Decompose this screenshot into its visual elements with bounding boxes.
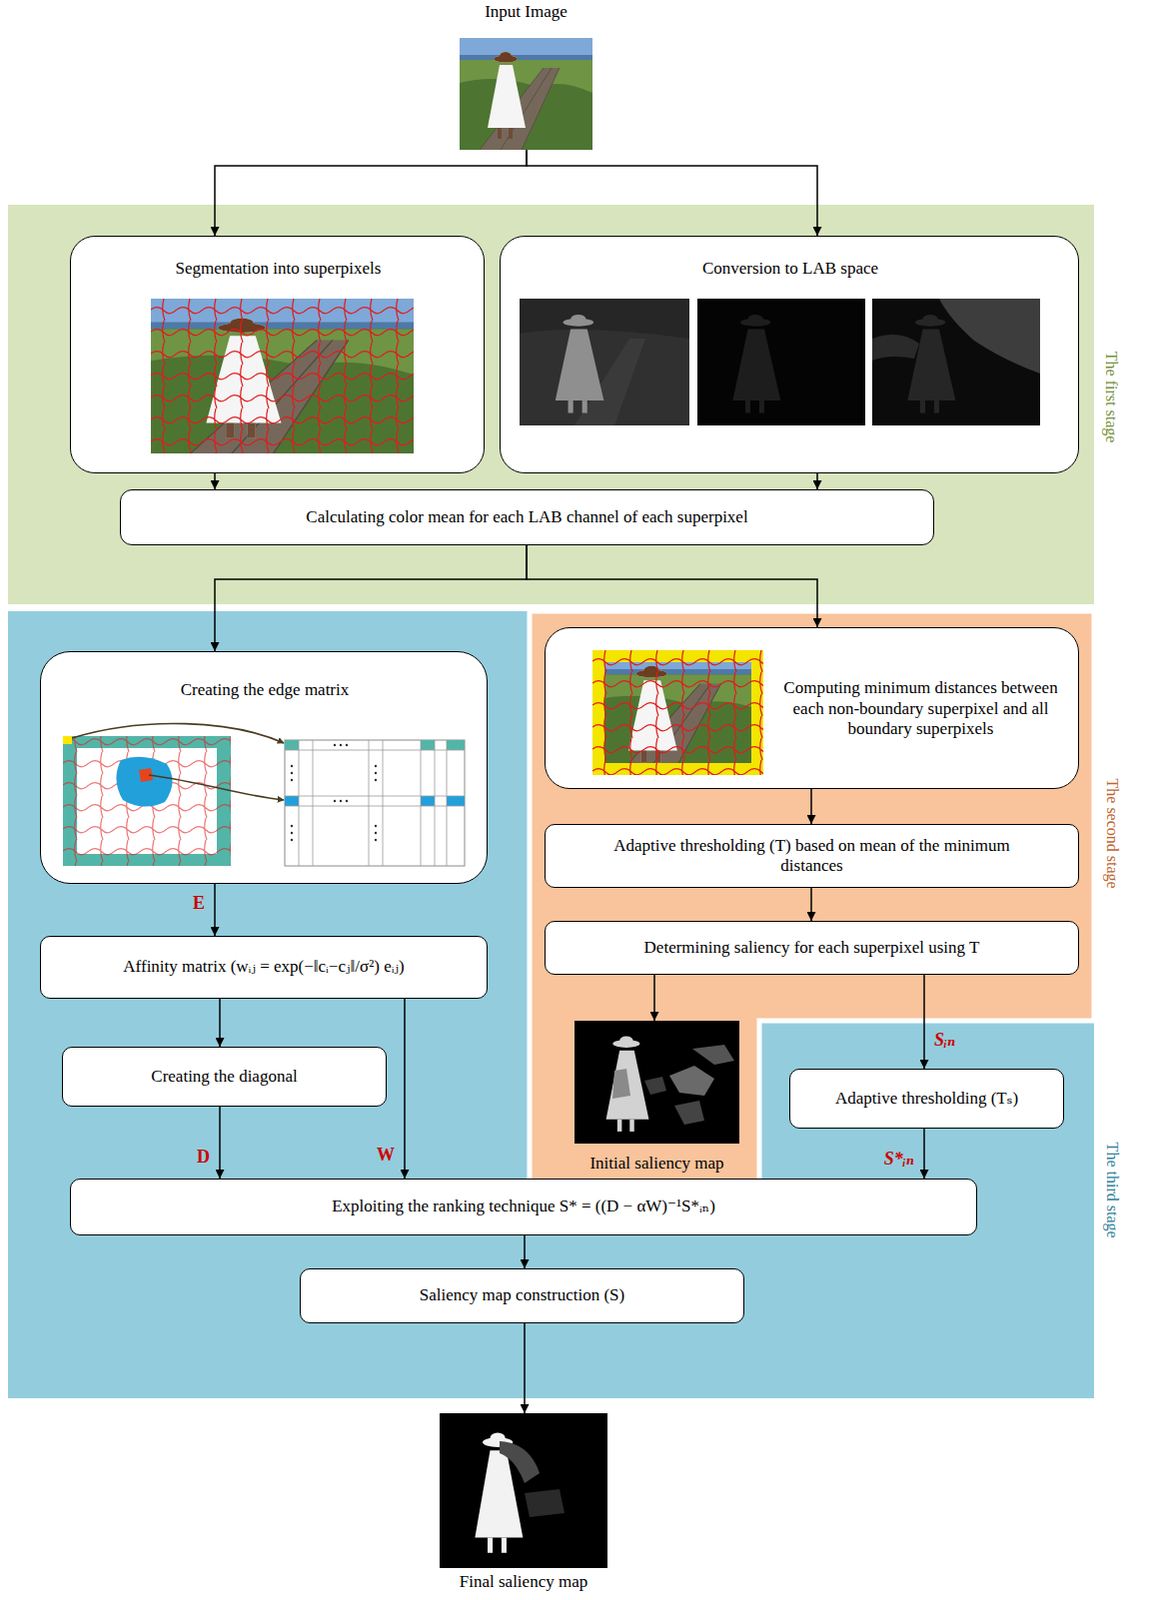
flow-arrow <box>218 999 221 1048</box>
process-box: Saliency map construction (S) <box>299 1268 745 1324</box>
process-box: Segmentation into superpixels <box>69 235 485 474</box>
process-label: Adaptive thresholding (T) based on mean … <box>592 836 1033 878</box>
flow-arrow <box>526 545 818 628</box>
flow-arrow <box>523 1323 526 1414</box>
process-box: Affinity matrix (wᵢⱼ = exp(−‖cᵢ−cⱼ‖/σ²) … <box>39 936 488 1000</box>
flow-arrow <box>218 1107 221 1179</box>
lab-channel-images <box>519 298 1042 426</box>
process-label: Affinity matrix (wᵢⱼ = exp(−‖cᵢ−cⱼ‖/σ²) … <box>122 957 404 978</box>
process-box: Conversion to LAB space <box>499 235 1080 474</box>
flow-arrow <box>523 1235 526 1269</box>
image-figure: Final saliency map <box>429 1413 618 1596</box>
process-box: Creating the diagonal <box>61 1047 387 1108</box>
flow-arrow <box>213 473 216 490</box>
process-label: Calculating color mean for each LAB chan… <box>305 507 748 528</box>
edge-label: D <box>196 1147 210 1169</box>
image-figure: Initial saliency map <box>559 1021 755 1181</box>
process-box: Determining saliency for each superpixel… <box>544 921 1080 976</box>
input-photo <box>459 37 593 150</box>
process-label: Computing minimum distances between each… <box>773 678 1069 740</box>
stage-label: The third stage <box>1102 1143 1122 1239</box>
process-box: Exploiting the ranking technique S* = ((… <box>69 1178 978 1236</box>
process-label: Segmentation into superpixels <box>86 258 470 279</box>
edge-label: Sᵢₙ <box>934 1030 956 1053</box>
image-caption: Initial saliency map <box>559 1153 755 1174</box>
flow-arrow <box>810 888 813 922</box>
image-caption: Final saliency map <box>429 1572 618 1593</box>
image-caption: Input Image <box>439 1 613 22</box>
flow-arrow <box>213 884 216 937</box>
image-figure: Input Image <box>439 1 613 150</box>
process-box: Creating the edge matrix <box>39 651 488 885</box>
stage-band: Creating the edge matrixAffinity matrix … <box>7 611 1095 1399</box>
stage-label: The first stage <box>1102 351 1122 444</box>
stage-band: Segmentation into superpixels Conversion… <box>7 204 1095 605</box>
flow-arrow <box>526 149 818 236</box>
superpixel-photo <box>150 298 414 454</box>
edge-label: W <box>376 1145 395 1167</box>
edge-label: E <box>192 893 205 916</box>
flow-arrow <box>923 1129 926 1179</box>
process-box: Adaptive thresholding (Tₛ) <box>789 1069 1065 1130</box>
process-label: Creating the edge matrix <box>56 680 473 701</box>
process-box: Calculating color mean for each LAB chan… <box>119 489 935 546</box>
process-label: Creating the diagonal <box>150 1067 297 1088</box>
edge-matrix-illustration <box>62 730 473 871</box>
process-box: Computing minimum distances between each… <box>544 627 1080 790</box>
flow-arrow <box>810 789 813 825</box>
flow-arrow <box>403 999 406 1179</box>
process-label: Conversion to LAB space <box>516 258 1065 279</box>
final-saliency-image <box>439 1413 608 1569</box>
boundary-superpixel-photo <box>592 650 764 776</box>
flow-arrow <box>214 545 527 652</box>
flow-arrow <box>653 975 656 1022</box>
flow-arrow <box>214 149 527 236</box>
flow-arrow <box>923 975 926 1070</box>
flow-arrow <box>816 473 819 490</box>
process-label: Exploiting the ranking technique S* = ((… <box>331 1196 716 1217</box>
process-box: Adaptive thresholding (T) based on mean … <box>544 824 1080 889</box>
edge-label: S*ᵢₙ <box>884 1149 915 1171</box>
process-label: Adaptive thresholding (Tₛ) <box>835 1089 1019 1110</box>
process-label: Determining saliency for each superpixel… <box>644 938 981 959</box>
process-label: Saliency map construction (S) <box>419 1285 625 1306</box>
stage-label: The second stage <box>1102 779 1122 890</box>
initial-saliency-image <box>574 1021 740 1145</box>
